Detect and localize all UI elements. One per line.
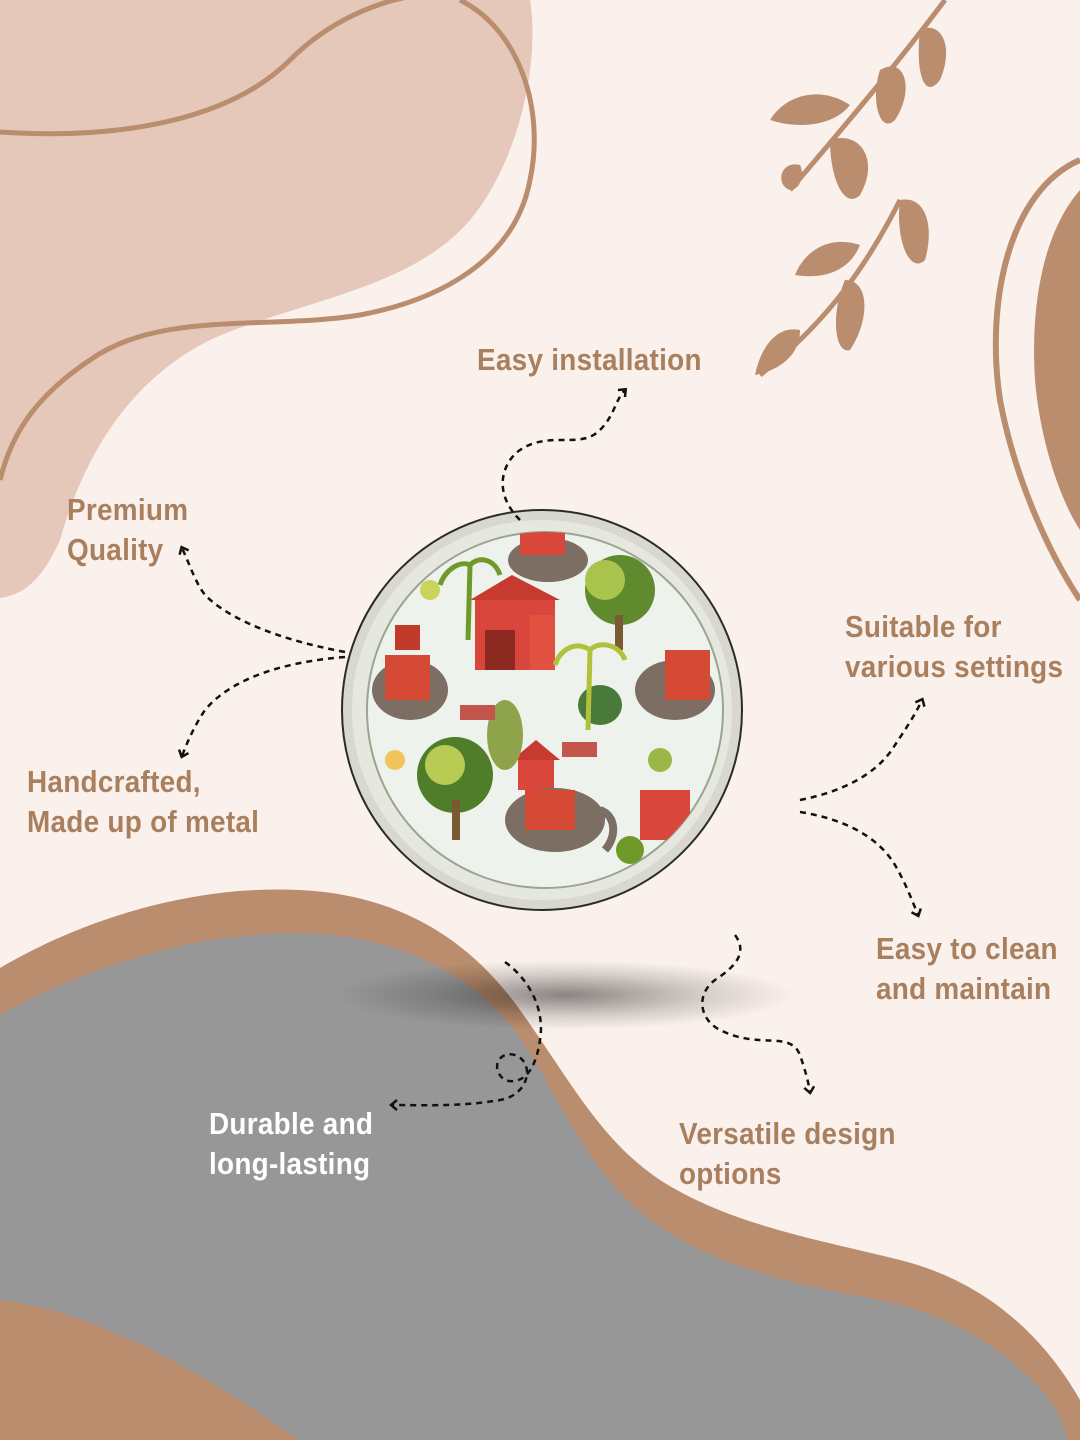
- blob-line-outer: [0, 0, 537, 481]
- feature-easy-clean-line2: and maintain: [876, 971, 1052, 1006]
- elephant-left: [372, 625, 448, 720]
- feature-handcrafted-line1: Handcrafted,: [27, 764, 201, 799]
- feature-versatile-line2: options: [679, 1156, 782, 1191]
- feature-versatile-line1: Versatile design: [679, 1116, 896, 1151]
- arrow-to-suitable: [799, 697, 926, 802]
- blob-line-upper: [0, 0, 406, 137]
- feature-durable-line1: Durable and: [209, 1106, 374, 1141]
- feature-premium-quality-line2: Quality: [67, 532, 164, 567]
- feature-easy-clean: Easy to clean and maintain: [876, 929, 1058, 1009]
- arrow-to-easy-clean: [799, 810, 922, 918]
- tray-shadow: [335, 960, 795, 1030]
- dashed-arrow-icon: [177, 387, 926, 1111]
- feature-premium-quality-line1: Premium: [67, 492, 189, 527]
- feature-premium-quality: Premium Quality: [67, 490, 188, 570]
- round-metal-tray: [341, 509, 743, 911]
- right-arc-fill: [1034, 190, 1080, 530]
- feature-easy-installation-text: Easy installation: [477, 342, 702, 377]
- feature-easy-clean-line1: Easy to clean: [876, 931, 1058, 966]
- arrow-to-installation: [501, 387, 628, 521]
- feature-handcrafted: Handcrafted, Made up of metal: [27, 762, 259, 842]
- feature-durable: Durable and long-lasting: [209, 1104, 373, 1184]
- arrow-to-versatile: [701, 934, 816, 1095]
- right-arc-outer: [992, 157, 1080, 602]
- feature-easy-installation: Easy installation: [477, 340, 702, 380]
- elephant-top: [508, 532, 588, 582]
- arrow-to-handcrafted: [177, 655, 346, 759]
- leaf-branch-icon: [755, 0, 947, 377]
- arrow-to-durable: [389, 960, 543, 1111]
- feature-handcrafted-line2: Made up of metal: [27, 804, 260, 839]
- feature-durable-line2: long-lasting: [209, 1146, 371, 1181]
- feature-versatile-design: Versatile design options: [679, 1114, 896, 1194]
- elephant-palace-print: [372, 532, 715, 864]
- arrow-to-premium: [178, 545, 346, 654]
- elephant-bottom: [505, 788, 618, 853]
- blush-blob-top-left: [0, 0, 533, 598]
- tan-corner-bottom-left: [0, 1300, 300, 1440]
- elephant-right: [635, 650, 715, 720]
- feature-suitable-settings: Suitable for various settings: [845, 607, 1063, 687]
- feature-suitable-line1: Suitable for: [845, 609, 1002, 644]
- gray-wave-bottom: [0, 933, 1068, 1440]
- feature-suitable-line2: various settings: [845, 649, 1064, 684]
